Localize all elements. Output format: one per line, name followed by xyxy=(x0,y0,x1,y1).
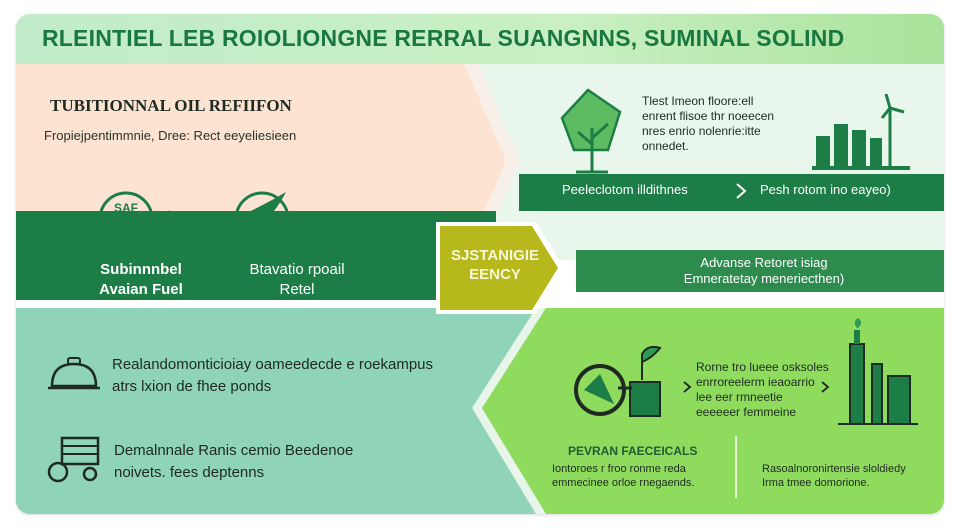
right-bottom-col-left-line-1: Iontoroes r froo ronme reda xyxy=(552,463,686,475)
title-bar: RLEINTIEL LEB ROIOLIONGNE RERRAL SUANGNN… xyxy=(16,14,944,64)
arrow-small-icon-2 xyxy=(821,381,830,393)
left-top-item-1: Subinnnbel Avaian Fuel xyxy=(66,260,216,300)
right-top-line-1: Tlest Imeon floore:ell xyxy=(642,94,754,108)
top-section-background xyxy=(16,64,944,260)
middle-background xyxy=(16,250,944,308)
fish-saf-icon: SAF xyxy=(98,191,172,247)
right-bottom-col-right-line-2: Irma tmee domorione. xyxy=(762,477,870,489)
left-top-heading: TUBITIONNAL OIL REFIIFON xyxy=(50,96,292,115)
refinery-tower-icon xyxy=(838,318,918,425)
right-bottom-col-left-line-2: emmecinee orloe rnegaends. xyxy=(552,477,695,489)
right-bottom-line-1: Rorne tro lueee osksoles xyxy=(696,360,829,374)
center-badge: SJSTANIGIE EENCY xyxy=(440,246,550,284)
item-2-label-1: Btavatio rpoail xyxy=(249,261,345,278)
right-mid-line-2: Emneratetay meneriecthen) xyxy=(683,271,845,286)
bowl-icon xyxy=(48,357,100,390)
right-bottom-line-3: lee eer rmneetie xyxy=(696,390,783,404)
right-top-line-2: enrent flisoe thr noeecen xyxy=(642,109,775,123)
leaf-tree-icon xyxy=(560,88,622,174)
top-section xyxy=(16,64,944,260)
bird-gear-icon xyxy=(234,191,300,247)
right-bottom-col-right: Rasoalnoronirtensie sloldiedy Irma tmee … xyxy=(762,462,906,490)
right-bottom-line-2: enrroreelerm ieaoarrio xyxy=(696,375,815,389)
right-bottom-text: Rorne tro lueee osksoles enrroreelerm ie… xyxy=(696,360,829,420)
svg-text:SAF: SAF xyxy=(114,201,138,215)
left-bottom-item-1: Realandomonticioiay oameedecde e roekamp… xyxy=(112,354,433,398)
left-bottom-item-2-line-2: noivets. fees deptenns xyxy=(114,464,265,481)
left-bottom-item-2-line-1: Demalnnale Ranis cemio Beedenoe xyxy=(114,442,354,459)
right-top-line-4: onnedet. xyxy=(642,139,689,153)
tractor-icon xyxy=(47,436,100,483)
infographic-title: RLEINTIEL LEB ROIOLIONGNE RERRAL SUANGNN… xyxy=(42,25,845,51)
item-2-label-2: Retel xyxy=(279,281,315,298)
right-mid-line-1: Advanse Retoret isiag xyxy=(700,255,828,270)
center-badge-line-2: EENCY xyxy=(469,266,521,283)
center-badge-line-1: SJSTANIGIE xyxy=(450,247,540,264)
infographic-frame: RLEINTIEL LEB ROIOLIONGNE RERRAL SUANGNN… xyxy=(16,14,944,514)
right-bottom-col-left: Iontoroes r froo ronme reda emmecinee or… xyxy=(552,462,694,490)
right-mid-text: Advanse Retoret isiag Emneratetay meneri… xyxy=(594,255,934,287)
bottom-section-background xyxy=(16,308,944,514)
right-top-line-3: nres enrio nolenrie:itte xyxy=(642,124,761,138)
right-bottom-line-4: eeeeeer femmeine xyxy=(696,405,797,419)
item-1-label-1: Subinnnbel xyxy=(100,261,182,278)
left-bottom-item-1-line-2: atrs lxion de fhee ponds xyxy=(112,378,272,395)
left-top-item-2: Btavatio rpoail Retel xyxy=(212,260,382,300)
gear-pump-icon xyxy=(574,345,662,417)
left-bottom-item-1-line-1: Realandomonticioiay oameedecde e roekamp… xyxy=(112,356,434,373)
item-1-label-2: Avaian Fuel xyxy=(99,281,183,298)
arrow-right-label: Pesh rotom ino eayeo) xyxy=(760,182,891,197)
chevron-right-icon xyxy=(736,183,747,199)
bottom-section xyxy=(16,308,944,514)
right-bottom-col-left-heading: PEVRAN FAECEICALS xyxy=(568,444,698,458)
left-bottom-item-2: Demalnnale Ranis cemio Beedenoe noivets.… xyxy=(114,440,353,484)
right-bottom-col-right-line-1: Rasoalnoronirtensie sloldiedy xyxy=(762,463,906,475)
right-top-text: Tlest Imeon floore:ell enrent flisoe thr… xyxy=(642,94,774,154)
arrow-small-icon-1 xyxy=(683,381,692,393)
left-top-subheading: Fropiejpentimmnie, Dree: Rect eeyeliesie… xyxy=(44,128,297,143)
arrow-left-label: Peeleclotom illdithnes xyxy=(562,182,688,197)
wind-factory-icon xyxy=(812,94,910,170)
